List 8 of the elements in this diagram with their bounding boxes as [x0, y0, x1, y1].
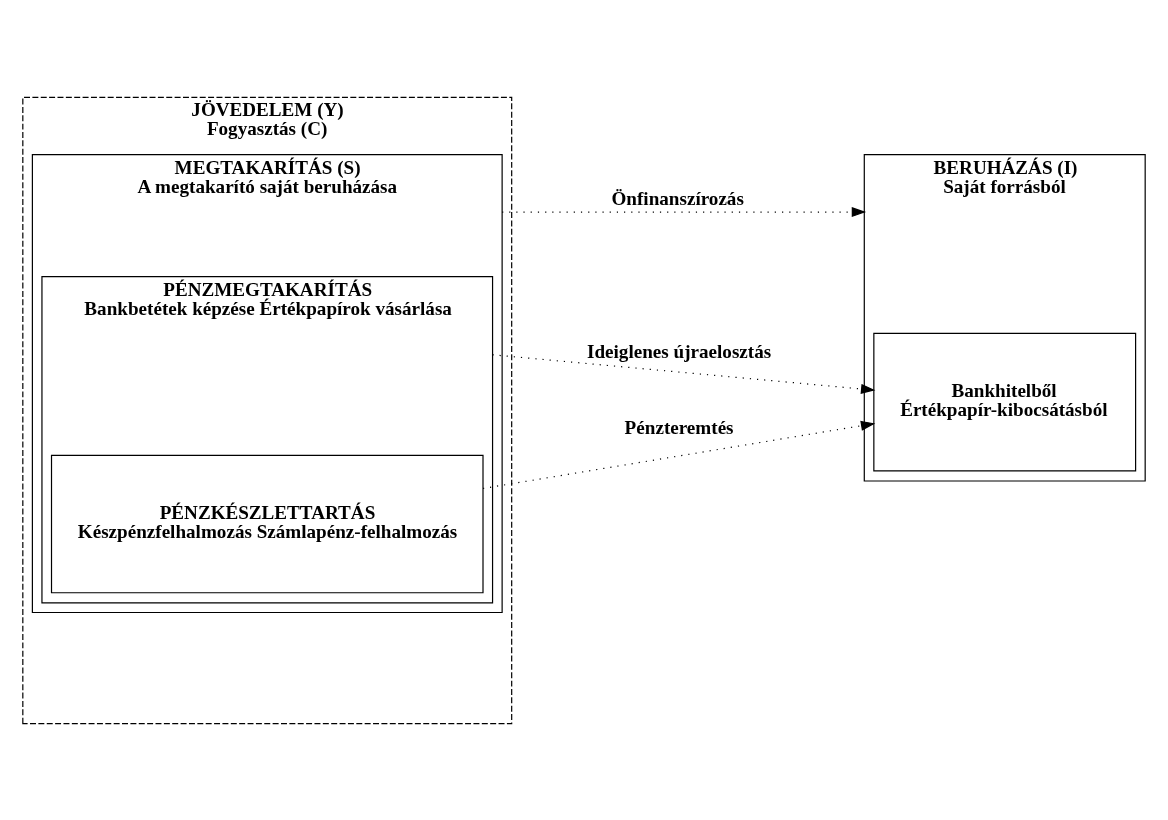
arrow — [482, 420, 876, 489]
node-box: PÉNZKÉSZLETTARTÁS Készpénzfelhalmozás Számlapénz-felhalmozás — [50, 454, 484, 593]
edge-label: Önfinanszírozás — [611, 187, 744, 209]
edge-label: Pénzteremtés — [624, 416, 734, 438]
arrow — [491, 353, 876, 394]
arrow — [501, 206, 867, 217]
edge-label: Ideiglenes újraelosztás — [586, 340, 772, 362]
node-box: Bankhitelből Értékpapír-kibocsátásból — [873, 332, 1137, 471]
